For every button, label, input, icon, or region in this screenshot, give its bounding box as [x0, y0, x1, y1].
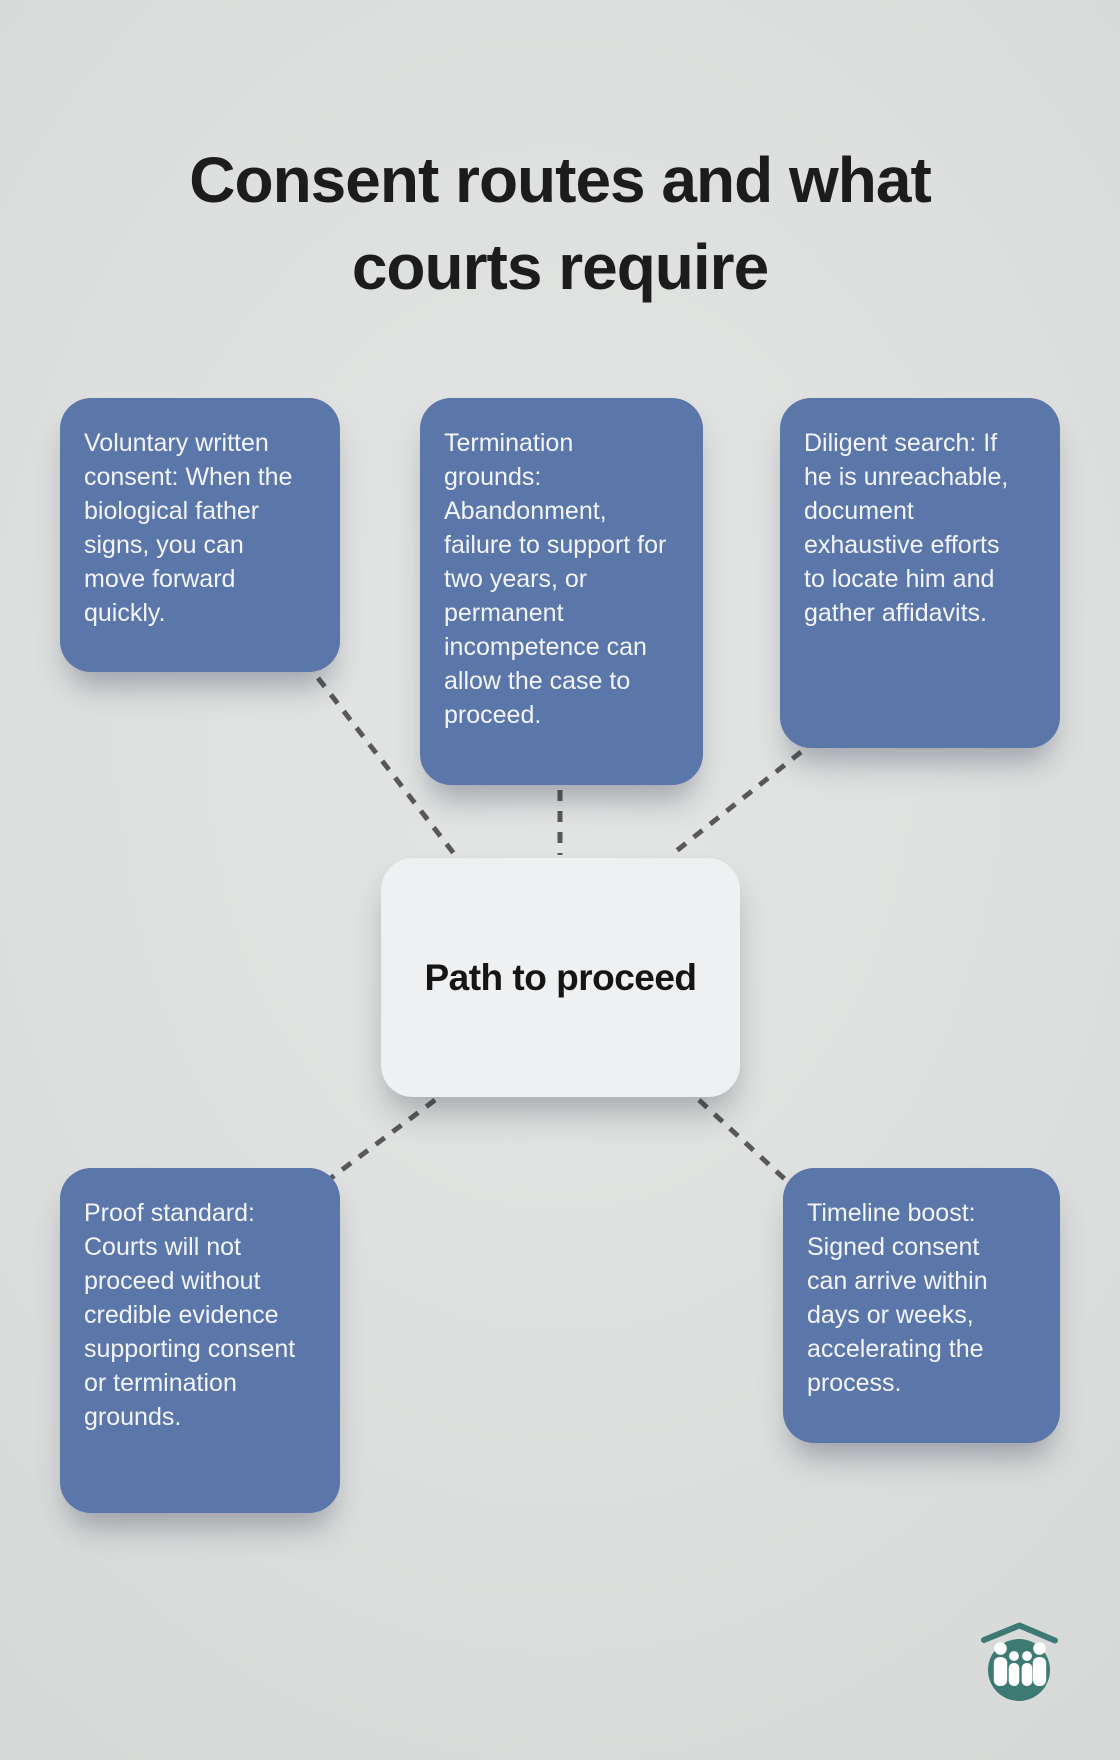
node-proof-standard-text: Proof standard: Courts will not proceed … [84, 1199, 296, 1431]
family-circle-icon [988, 1639, 1050, 1701]
node-voluntary-consent-text: Voluntary written consent: When the biol… [84, 429, 293, 627]
center-node-label: Path to proceed [424, 956, 697, 998]
connector-timeline-boost [697, 1098, 791, 1185]
connector-diligent-search [668, 750, 803, 858]
node-voluntary-consent: Voluntary written consent: When the biol… [60, 398, 340, 672]
family-home-logo-icon [981, 1622, 1058, 1701]
connector-proof-standard [325, 1098, 437, 1183]
center-node: Path to proceed [381, 858, 740, 1097]
node-termination-grounds-text: Termination grounds: Abandonment, failur… [444, 429, 667, 729]
page-title-line-2: courts require [351, 230, 769, 303]
connector-voluntary-consent [316, 676, 457, 857]
page-title-line-1: Consent routes and what [189, 143, 932, 216]
node-diligent-search: Diligent search: If he is unreachable, d… [780, 398, 1060, 748]
node-termination-grounds: Termination grounds: Abandonment, failur… [420, 398, 703, 785]
node-timeline-boost-text: Timeline boost: Signed consent can arriv… [807, 1199, 988, 1397]
page-title: Consent routes and what courts require [0, 137, 1120, 311]
roof-icon [981, 1622, 1058, 1644]
node-diligent-search-text: Diligent search: If he is unreachable, d… [804, 429, 1009, 627]
node-timeline-boost: Timeline boost: Signed consent can arriv… [783, 1168, 1060, 1443]
node-proof-standard: Proof standard: Courts will not proceed … [60, 1168, 340, 1513]
